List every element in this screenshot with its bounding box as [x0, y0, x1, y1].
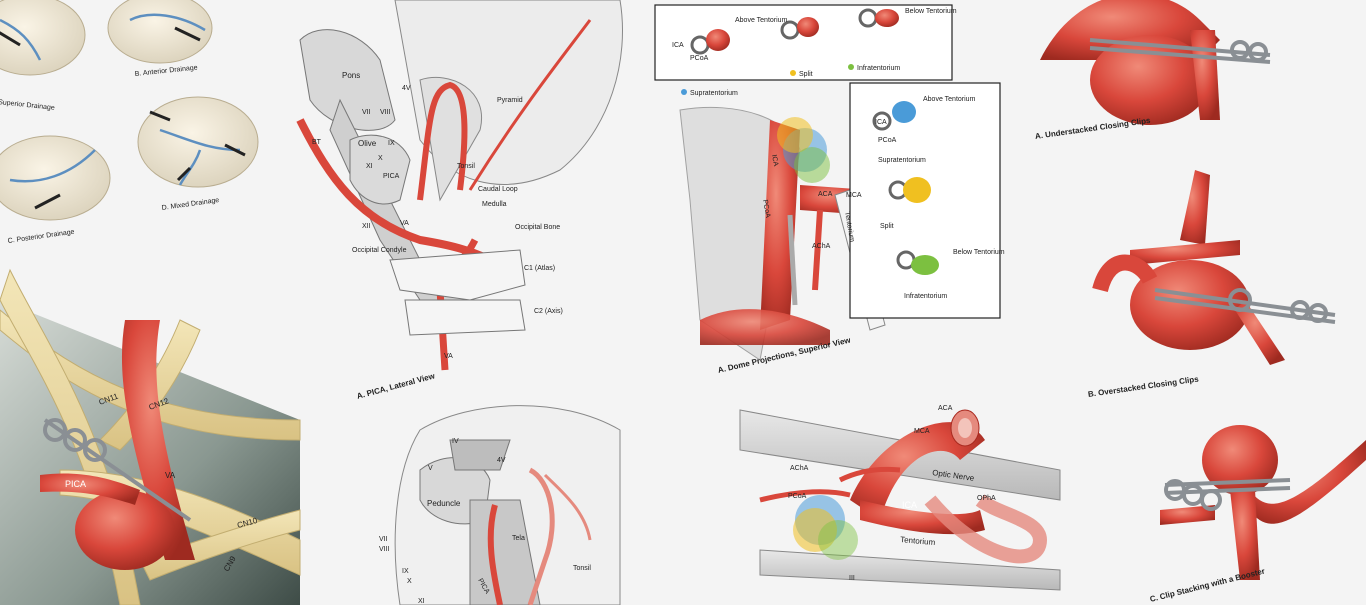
label-v: V	[428, 465, 433, 472]
label-ica-optic: ICA	[902, 500, 917, 510]
label-pyramid: Pyramid	[497, 97, 523, 104]
label-iii: III	[849, 575, 855, 582]
legend-top-supra: Supratentorium	[690, 90, 738, 97]
label-vii-lower: VII	[379, 536, 388, 543]
legend-top-infra: Infratentorium	[857, 65, 900, 72]
label-xi: XI	[366, 163, 373, 170]
label-xi-lower: XI	[418, 598, 425, 605]
label-tentorium-optic: Tentorium	[900, 535, 936, 547]
label-c2: C2 (Axis)	[534, 308, 563, 315]
dome-legend-top	[654, 4, 953, 81]
drainage-caption-c: C. Posterior Drainage	[7, 229, 75, 245]
label-viii: VIII	[380, 109, 391, 116]
label-pcoa-optic: PCoA	[788, 493, 807, 500]
label-aca-optic: ACA	[938, 405, 953, 412]
drainage-caption-d: D. Mixed Drainage	[161, 197, 219, 212]
label-peduncle: Peduncle	[427, 499, 461, 508]
label-ix: IX	[388, 140, 395, 147]
legend-top-split: Split	[799, 71, 813, 78]
label-occipital-condyle: Occipital Condyle	[352, 247, 407, 254]
label-aca-dome: ACA	[818, 191, 833, 198]
label-medulla: Medulla	[482, 201, 507, 208]
label-acha-optic: AChA	[790, 465, 809, 472]
label-x-lower: X	[407, 578, 412, 585]
legend-top-ica: ICA	[672, 42, 684, 49]
drainage-caption-b: B. Anterior Drainage	[134, 64, 198, 78]
label-x: X	[378, 155, 383, 162]
label-acha-dome: AChA	[812, 243, 831, 250]
clips-panel	[1040, 0, 1366, 580]
label-bt: BT	[312, 139, 322, 146]
label-pica-lateral: PICA	[383, 173, 400, 180]
label-occipital-bone: Occipital Bone	[515, 224, 560, 231]
label-pcoa-dome: PCoA	[761, 199, 771, 219]
label-vii: VII	[362, 109, 371, 116]
legend-side-infra: Infratentorium	[904, 293, 947, 300]
legend-side-split: Split	[880, 223, 894, 230]
label-va-lateral: VA	[400, 220, 409, 227]
drainage-caption-a: Superior Drainage	[0, 99, 55, 112]
peduncle-panel: IV V 4V Peduncle VII VIII IX X XI PICA T…	[379, 405, 621, 605]
label-va-lower: VA	[444, 353, 453, 360]
drainage-brains: Superior Drainage B. Anterior Drainage C…	[0, 0, 259, 245]
legend-top-above: Above Tentorium	[735, 17, 788, 24]
dome-panel: ICA PCoA Above Tentorium Below Tentorium…	[654, 4, 1005, 361]
pica-clip-panel: CN11 CN12 VA PICA CN10 CN9	[0, 268, 301, 605]
label-c1: C1 (Atlas)	[524, 265, 555, 272]
label-tonsil-lower: Tonsil	[573, 565, 591, 572]
label-mca-dome: MCA	[846, 192, 862, 199]
legend-side-ica: ICA	[875, 119, 887, 126]
label-xii: XII	[362, 223, 371, 230]
label-pica: PICA	[65, 479, 86, 489]
label-tonsil: Tonsil	[457, 163, 475, 170]
optic-panel: ACA MCA AChA PCoA ICA OPhA Optic Nerve T…	[739, 405, 1061, 591]
label-olive: Olive	[358, 139, 377, 148]
label-mca-optic: MCA	[914, 428, 930, 435]
legend-top-pcoa: PCoA	[690, 55, 709, 62]
legend-side-above: Above Tentorium	[923, 96, 976, 103]
label-ica-dome: ICA	[770, 154, 779, 167]
label-4v: 4V	[402, 85, 411, 92]
pica-lateral-panel: Pons 4V VII VIII Olive IX X XI XII BT PI…	[296, 0, 623, 371]
label-caudal-loop: Caudal Loop	[478, 186, 518, 193]
label-tela: Tela	[512, 535, 525, 542]
label-opha-optic: OPhA	[977, 495, 996, 502]
legend-side-pcoa: PCoA	[878, 137, 897, 144]
label-iv: IV	[452, 438, 459, 445]
label-va: VA	[165, 471, 176, 480]
label-viii-lower: VIII	[379, 546, 390, 553]
label-pons: Pons	[342, 71, 360, 80]
legend-side-below: Below Tentorium	[953, 249, 1005, 256]
legend-top-below: Below Tentorium	[905, 8, 957, 15]
legend-side-supra: Supratentorium	[878, 157, 926, 164]
label-ix-lower: IX	[402, 568, 409, 575]
label-4v-lower: 4V	[497, 457, 506, 464]
